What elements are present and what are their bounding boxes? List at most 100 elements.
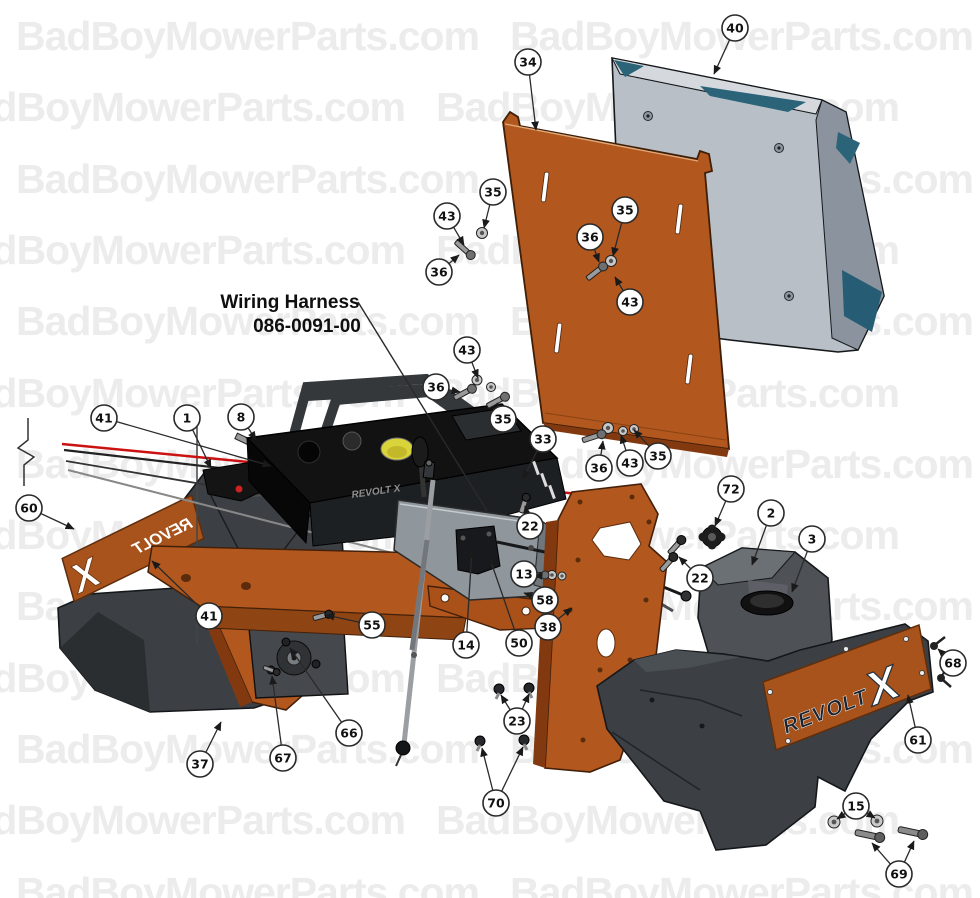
callout-balloon-43 xyxy=(616,449,644,477)
leader-line xyxy=(871,842,891,865)
cap-bolt xyxy=(474,682,535,752)
decal-rivets xyxy=(767,636,925,744)
callout-number: 36 xyxy=(430,264,448,279)
leader-line xyxy=(751,524,768,566)
callout-number: 35 xyxy=(494,411,511,426)
leader-line xyxy=(523,591,534,600)
callout-number: 41 xyxy=(95,410,112,425)
leader-line xyxy=(523,505,531,516)
callout-number: 41 xyxy=(200,608,217,623)
callout-number: 8 xyxy=(237,409,246,424)
watermark-text: BadBoyMowerParts.com xyxy=(0,797,406,843)
leader-line xyxy=(791,550,809,593)
watermark-text: BadBoyMowerParts.com xyxy=(436,797,900,843)
leader-line xyxy=(906,694,916,728)
callout-number: 1 xyxy=(183,410,192,425)
leader-line xyxy=(678,556,692,570)
leader-line xyxy=(205,721,222,753)
harness-label-line1: Wiring Harness xyxy=(220,292,359,313)
leader-line xyxy=(448,254,460,265)
callout-balloon-40 xyxy=(721,14,749,42)
callout-number: 22 xyxy=(691,570,708,585)
callout-balloon-13 xyxy=(510,560,538,588)
callout-number: 43 xyxy=(458,342,475,357)
leader-line xyxy=(448,386,461,395)
callout-number: 36 xyxy=(590,460,608,475)
callout-number: 35 xyxy=(616,202,633,217)
wiring-harness-label: Wiring Harness 086-0091-00 xyxy=(220,292,488,512)
leader-line xyxy=(269,675,282,746)
callout-number: 43 xyxy=(621,294,638,309)
leader-line xyxy=(903,840,915,863)
ball-stud xyxy=(930,636,952,688)
callout-balloon-37 xyxy=(186,750,214,778)
callout-number: 43 xyxy=(621,455,638,470)
leader-line xyxy=(597,440,606,456)
leader-line xyxy=(482,204,491,229)
callout-number: 33 xyxy=(534,431,551,446)
knob-72 xyxy=(698,524,726,550)
callout-number: 3 xyxy=(808,531,817,546)
ball-joint xyxy=(395,740,411,756)
leader-line xyxy=(633,429,650,447)
callout-number: 40 xyxy=(726,20,744,35)
callout-number: 23 xyxy=(508,713,525,728)
callout-number: 35 xyxy=(649,448,666,463)
callout-balloon-35 xyxy=(611,196,639,224)
callout-balloon-8 xyxy=(227,403,255,431)
callout-number: 69 xyxy=(890,866,907,881)
seat-screw xyxy=(643,111,794,301)
leader-line xyxy=(40,512,75,530)
callout-number: 22 xyxy=(521,518,538,533)
watermark-text: BadBoyMowerParts.com xyxy=(16,298,480,344)
leader-line xyxy=(480,747,494,791)
callout-balloon-15 xyxy=(842,792,870,820)
callout-number: 38 xyxy=(539,619,556,634)
leader-line xyxy=(713,39,731,75)
callout-balloon-36 xyxy=(576,223,604,251)
callout-number: 15 xyxy=(847,798,864,813)
leader-line xyxy=(151,560,201,608)
leader-line xyxy=(937,648,947,658)
leader-line xyxy=(501,746,524,792)
callout-balloon-22 xyxy=(516,512,544,540)
callout-balloon-35 xyxy=(479,178,507,206)
harness-leader-line xyxy=(357,301,488,512)
bolt xyxy=(262,665,281,677)
harness-label-line2: 086-0091-00 xyxy=(253,316,361,337)
leader-line xyxy=(522,450,538,480)
callout-number: 58 xyxy=(536,592,553,607)
callout-balloon-60 xyxy=(15,494,43,522)
watermark-text: BadBoyMowerParts.com xyxy=(16,13,480,59)
callout-balloon-22 xyxy=(686,564,714,592)
callout-balloon-2 xyxy=(757,499,785,527)
callout-number: 37 xyxy=(191,756,208,771)
callout-number: 35 xyxy=(484,184,501,199)
control-lever xyxy=(411,436,429,468)
leader-line xyxy=(325,612,360,623)
leader-line xyxy=(714,500,727,527)
watermark-text: BadBoyMowerParts.com xyxy=(0,84,406,130)
callout-number: 34 xyxy=(519,54,537,69)
break-symbol xyxy=(16,418,36,486)
leader-line xyxy=(557,607,573,620)
callout-balloon-43 xyxy=(433,202,461,230)
leader-line xyxy=(116,420,272,468)
watermark-text: BadBoyMowerParts.com xyxy=(0,227,406,273)
callout-number: 55 xyxy=(363,617,380,632)
leader-line xyxy=(289,647,343,723)
leader-line xyxy=(453,226,465,246)
callout-balloon-35 xyxy=(644,442,672,470)
callout-number: 13 xyxy=(515,566,532,581)
callout-balloon-68 xyxy=(939,649,967,677)
callout-balloon-55 xyxy=(358,611,386,639)
callout-number: 36 xyxy=(427,379,445,394)
leader-line xyxy=(611,222,623,257)
callout-balloon-43 xyxy=(453,336,481,364)
deck-lift-rod xyxy=(395,459,436,767)
watermark-text: BadBoyMowerParts.com xyxy=(16,156,480,202)
callout-balloon-50 xyxy=(505,629,533,657)
left-revolt-decal: X REVOLT xyxy=(61,494,205,603)
